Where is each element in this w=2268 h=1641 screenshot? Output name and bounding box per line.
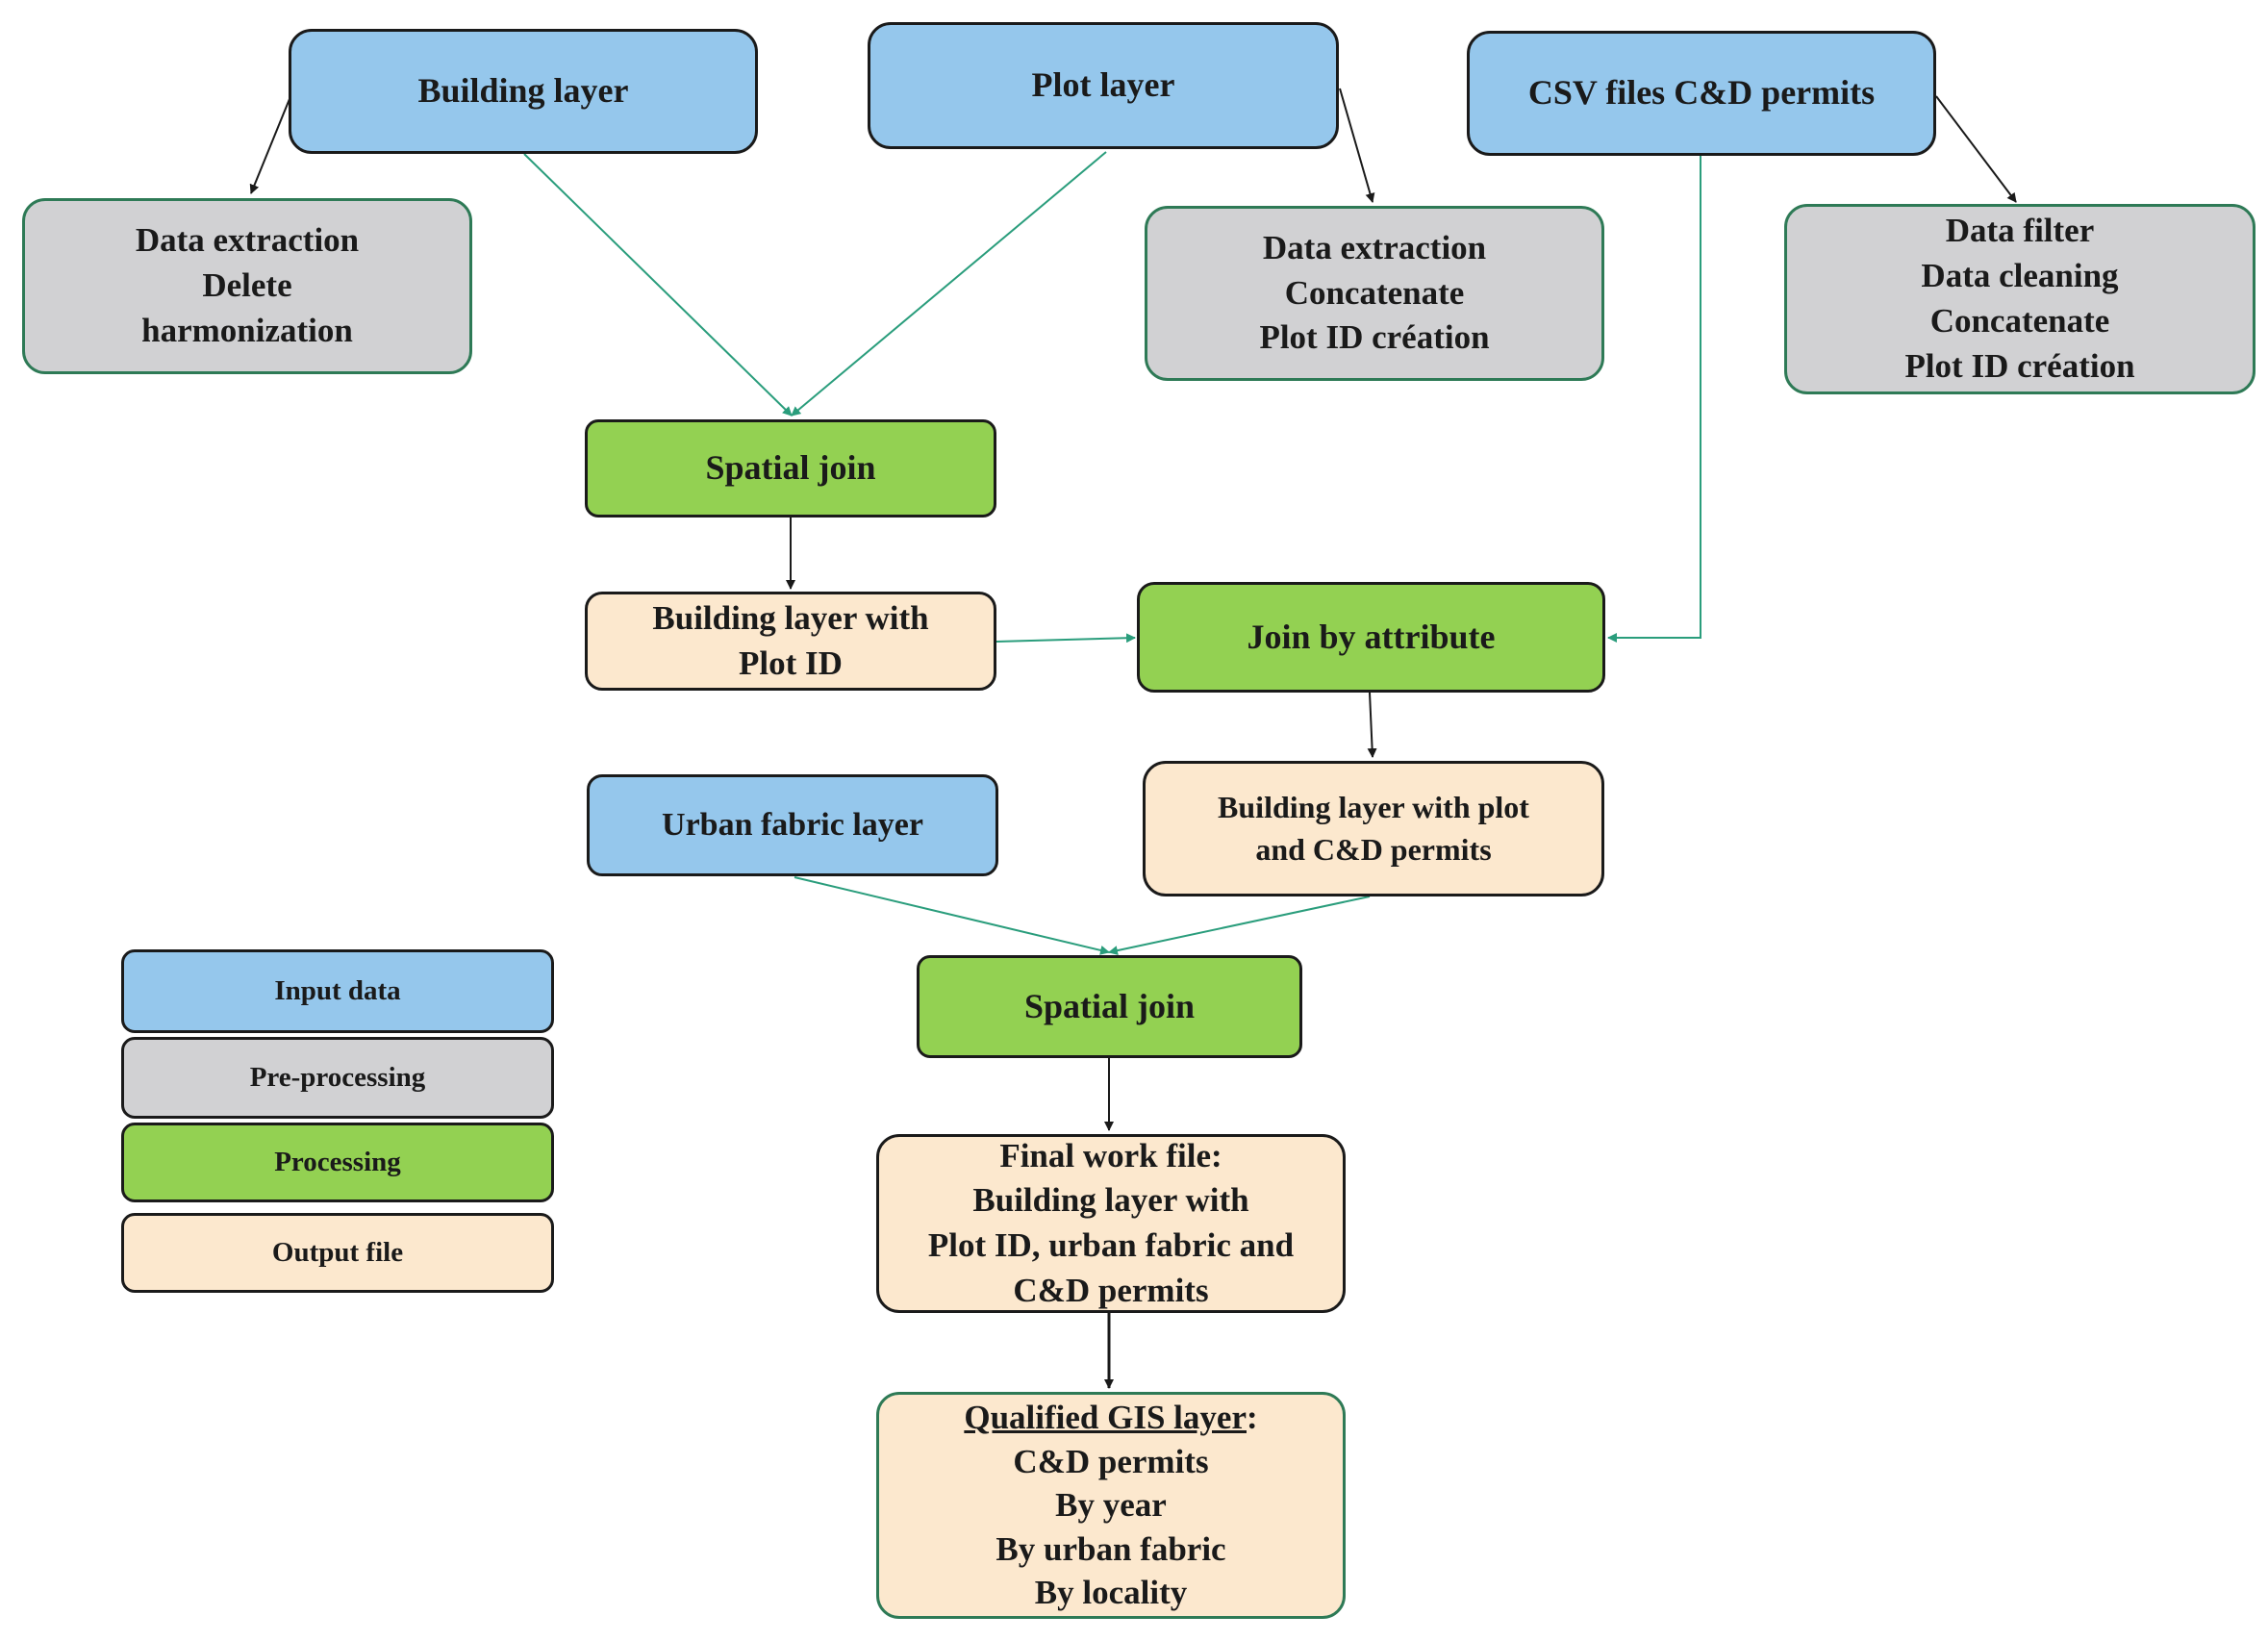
qualified-gis-heading-suffix: : bbox=[1246, 1399, 1258, 1437]
prep-csv-node: Data filter Data cleaning Concatenate Pl… bbox=[1784, 204, 2255, 394]
legend-processing: Processing bbox=[121, 1123, 554, 1202]
arrow-building-to-prep bbox=[249, 93, 292, 194]
building-permits-line: and C&D permits bbox=[1255, 831, 1492, 867]
prep-building-line: harmonization bbox=[141, 311, 353, 349]
prep-plot-line: Plot ID création bbox=[1259, 318, 1490, 357]
spatial-join-2-label: Spatial join bbox=[1023, 986, 1196, 1025]
spatial-join-2-node: Spatial join bbox=[917, 955, 1302, 1058]
prep-csv-line: Data cleaning bbox=[1921, 257, 2119, 295]
urban-fabric-layer-node: Urban fabric layer bbox=[587, 774, 998, 876]
building-plot-id-line: Plot ID bbox=[739, 644, 843, 682]
prep-building-line: Delete bbox=[202, 266, 292, 305]
prep-plot-line: Data extraction bbox=[1262, 228, 1487, 266]
arrow-plot-to-prep bbox=[1339, 88, 1375, 203]
prep-building-line: Data extraction bbox=[135, 221, 360, 260]
qualified-gis-heading-line: Qualified GIS layer: bbox=[964, 1396, 1257, 1440]
prep-csv-line: Plot ID création bbox=[1904, 346, 2135, 385]
plot-layer-node: Plot layer bbox=[868, 22, 1339, 149]
legend-preprocessing-label: Pre-processing bbox=[249, 1062, 426, 1094]
arrow-csv-to-join-attribute bbox=[1607, 156, 1701, 643]
prep-plot-line: Concatenate bbox=[1284, 273, 1465, 312]
arrow-building-plot-id-to-join-attribute bbox=[995, 633, 1136, 644]
arrow-building-to-spatial-join bbox=[523, 153, 793, 417]
qualified-gis-heading: Qualified GIS layer bbox=[964, 1399, 1247, 1437]
qualified-gis-node: Qualified GIS layer: C&D permits By year… bbox=[876, 1392, 1346, 1619]
arrow-join-attribute-to-permits-layer bbox=[1367, 692, 1377, 758]
building-layer-label: Building layer bbox=[417, 71, 629, 111]
qualified-gis-line: C&D permits bbox=[1013, 1442, 1209, 1480]
urban-fabric-layer-label: Urban fabric layer bbox=[662, 807, 923, 844]
legend-pre-processing: Pre-processing bbox=[121, 1037, 554, 1119]
building-plot-id-node: Building layer with Plot ID bbox=[585, 592, 996, 691]
legend-output-label: Output file bbox=[271, 1237, 404, 1269]
qualified-gis-line: By year bbox=[1055, 1486, 1167, 1525]
legend-output-file: Output file bbox=[121, 1213, 554, 1293]
csv-files-node: CSV files C&D permits bbox=[1467, 31, 1936, 156]
building-permits-node: Building layer with plot and C&D permits bbox=[1143, 761, 1604, 896]
spatial-join-1-label: Spatial join bbox=[705, 448, 876, 488]
qualified-gis-line: By locality bbox=[1034, 1574, 1188, 1612]
prep-building-node: Data extraction Delete harmonization bbox=[22, 198, 472, 374]
legend-processing-label: Processing bbox=[274, 1147, 401, 1178]
arrow-plot-to-spatial-join bbox=[791, 151, 1107, 417]
building-layer-node: Building layer bbox=[289, 29, 758, 154]
final-work-file-line: Building layer with bbox=[972, 1181, 1249, 1220]
arrow-csv-to-prep bbox=[1935, 95, 2017, 203]
building-permits-line: Building layer with plot bbox=[1218, 790, 1529, 825]
legend-input-label: Input data bbox=[274, 975, 401, 1007]
legend-input-data: Input data bbox=[121, 949, 554, 1033]
csv-files-label: CSV files C&D permits bbox=[1527, 73, 1876, 113]
final-work-file-node: Final work file: Building layer with Plo… bbox=[876, 1134, 1346, 1313]
arrow-urban-fabric-to-spatial-join bbox=[794, 876, 1110, 955]
prep-csv-line: Data filter bbox=[1945, 212, 2095, 250]
join-by-attribute-node: Join by attribute bbox=[1137, 582, 1605, 693]
qualified-gis-line: By urban fabric bbox=[995, 1529, 1226, 1568]
final-work-file-line: Plot ID, urban fabric and bbox=[927, 1226, 1295, 1264]
final-work-file-line: Final work file: bbox=[999, 1136, 1222, 1174]
join-by-attribute-label: Join by attribute bbox=[1247, 617, 1496, 656]
final-work-file-line: C&D permits bbox=[1013, 1271, 1209, 1309]
building-plot-id-line: Building layer with bbox=[652, 598, 929, 637]
spatial-join-1-node: Spatial join bbox=[585, 419, 996, 518]
prep-plot-node: Data extraction Concatenate Plot ID créa… bbox=[1145, 206, 1604, 381]
prep-csv-line: Concatenate bbox=[1929, 302, 2110, 340]
arrow-permits-layer-to-spatial-join bbox=[1108, 896, 1371, 956]
plot-layer-label: Plot layer bbox=[1031, 65, 1175, 105]
